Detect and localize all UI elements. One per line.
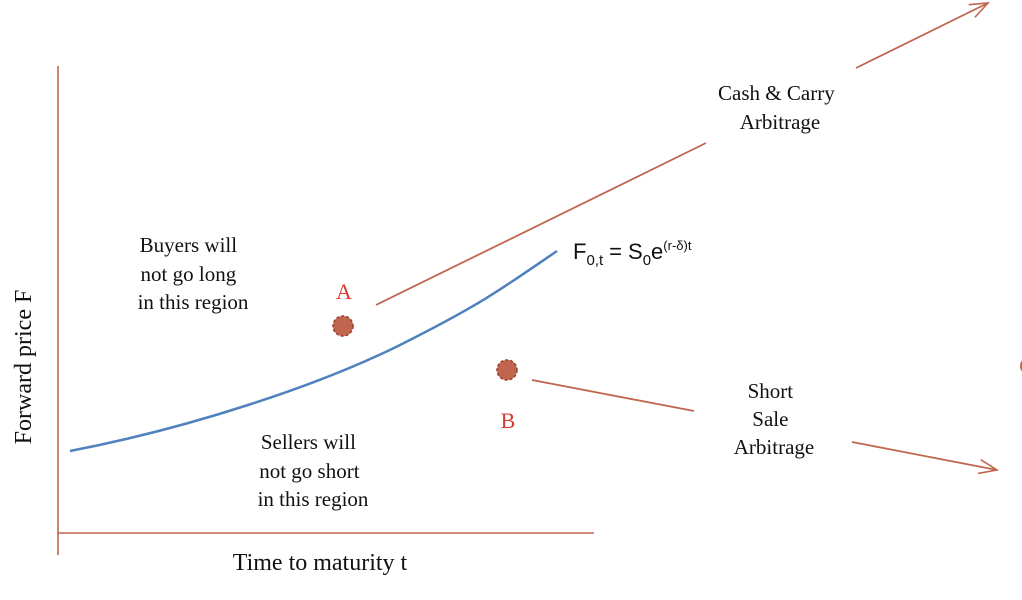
point-b (496, 359, 518, 381)
cash-carry-label: Cash & Carry Arbitrage (718, 81, 840, 134)
region-below-text: Sellers will not go short in this region (258, 430, 369, 511)
short-sale-line-2: Sale (752, 407, 788, 431)
region-below-line-2: not go short (259, 459, 360, 483)
forward-price-curve (69, 249, 558, 453)
short-sale-label: Short Sale Arbitrage (734, 379, 814, 459)
y-axis-label: Forward price F (11, 290, 37, 445)
cash-carry-arrow-segment-2 (855, 3, 988, 69)
formula-rhs-sub: 0 (643, 252, 651, 269)
x-axis-label: Time to maturity t (233, 550, 408, 576)
region-above-line-2: not go long (141, 262, 237, 286)
region-above-line-3: in this region (138, 290, 249, 314)
short-sale-arrow-segment-1 (531, 379, 695, 412)
formula-rhs-e: e (651, 239, 663, 264)
formula-rhs-sup: (r-δ)t (663, 238, 692, 253)
region-below-line-3: in this region (258, 487, 369, 511)
formula-lhs-base: F (573, 239, 586, 264)
cash-carry-arrow-segment-1 (375, 142, 707, 306)
short-sale-line-1: Short (748, 379, 794, 403)
cash-carry-line-1: Cash & Carry (718, 81, 835, 105)
curve-formula: F0,t =S0e(r-δ)t (573, 238, 692, 269)
cash-carry-line-2: Arbitrage (740, 110, 820, 134)
region-above-text: Buyers will not go long in this region (138, 233, 249, 314)
region-below-line-1: Sellers will (261, 430, 356, 454)
point-a-label: A (336, 279, 352, 304)
point-a (332, 315, 354, 337)
region-above-line-1: Buyers will (140, 233, 238, 257)
formula-lhs-sub: 0,t (586, 252, 604, 269)
formula-rhs-base: S (628, 239, 643, 264)
short-sale-arrow-segment-2 (851, 441, 997, 470)
short-sale-line-3: Arbitrage (734, 435, 814, 459)
formula-equals: = (609, 239, 622, 264)
point-b-label: B (501, 408, 516, 433)
